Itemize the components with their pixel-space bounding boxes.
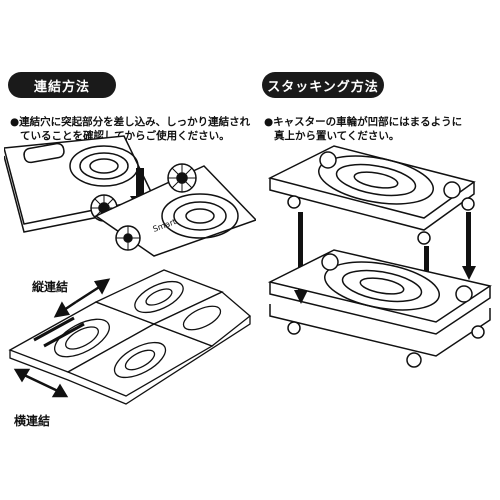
connect-method-description: ●連結穴に突起部分を差し込み、しっかり連結され ていることを確認してからご使用く…	[10, 101, 250, 143]
dolly-grid	[8, 269, 252, 405]
bullet-icon: ●	[10, 116, 20, 128]
grid-connect-illustration	[8, 269, 252, 405]
dolly-top	[267, 145, 476, 245]
vertical-connect-label: 縦連結	[32, 280, 69, 294]
stacking-method-heading: スタッキング方法	[262, 72, 384, 98]
horizontal-connect-label: 横連結	[14, 414, 51, 428]
stacking-desc-line1: キャスターの車輪が凹部にはまるように	[273, 116, 463, 128]
bullet-icon: ●	[264, 116, 274, 128]
dolly-right	[94, 163, 256, 257]
connect-desc-line2: ていることを確認してからご使用ください。	[20, 130, 230, 142]
stacking-illustration	[267, 145, 492, 368]
stacking-method-heading-text: スタッキング方法	[267, 79, 379, 95]
connect-method-heading: 連結方法	[8, 72, 116, 98]
dolly-bottom	[269, 304, 491, 368]
stacking-desc-line2: 真上から置いてください。	[274, 130, 400, 142]
connect-desc-line1: 連結穴に突起部分を差し込み、しっかり連結され	[19, 116, 251, 128]
stacking-method-description: ●キャスターの車輪が凹部にはまるように 真上から置いてください。	[264, 101, 462, 143]
dolly-middle	[267, 249, 492, 335]
dolly-left	[4, 135, 156, 233]
connect-method-heading-text: 連結方法	[33, 79, 90, 95]
connect-illustration: Smart	[4, 135, 256, 257]
arrow-double-diagonal-icon	[13, 278, 111, 398]
